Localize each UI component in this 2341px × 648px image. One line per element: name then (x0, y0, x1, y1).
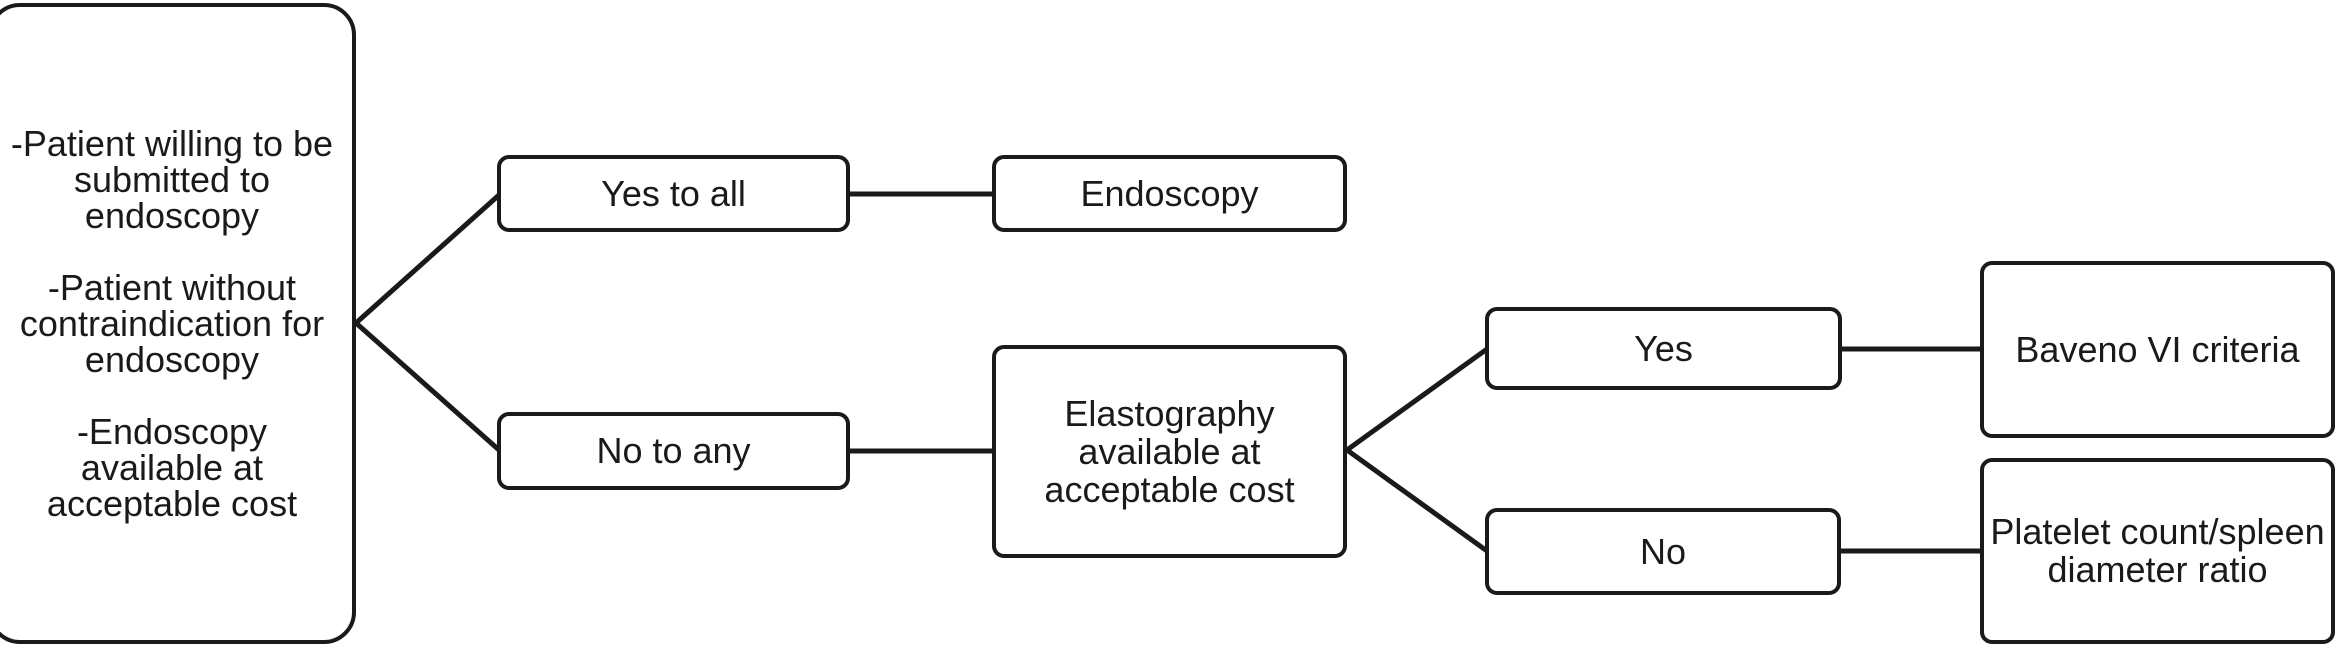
node-patient-criteria[interactable]: -Patient willing to be submitted to endo… (0, 3, 356, 644)
node-no-label: No (1639, 530, 1687, 572)
node-no-to-any-label: No to any (596, 430, 751, 471)
edge-elastography-to-yes (1345, 346, 1489, 453)
node-patient-criteria-label: -Patient willing to be submitted to endo… (10, 122, 334, 524)
node-elastography-available[interactable]: Elastography available at acceptable cos… (992, 345, 1347, 558)
node-baveno-vi-criteria-label: Baveno VI criteria (2015, 328, 2300, 370)
node-baveno-vi-criteria[interactable]: Baveno VI criteria (1980, 261, 2335, 438)
node-endoscopy-label: Endoscopy (1080, 172, 1259, 214)
node-elastography-available-label: Elastography available at acceptable cos… (1044, 392, 1295, 510)
edge-criteria-to-no-to-any (354, 321, 501, 452)
node-yes-to-all-label: Yes to all (601, 172, 746, 214)
edge-elastography-to-no (1345, 447, 1489, 554)
node-endoscopy[interactable]: Endoscopy (992, 155, 1347, 232)
node-platelet-count-spleen-diameter-ratio[interactable]: Platelet count/spleen diameter ratio (1980, 458, 2335, 644)
node-no-to-any[interactable]: No to any (497, 412, 850, 490)
node-yes-to-all[interactable]: Yes to all (497, 155, 850, 232)
node-yes-label: Yes (1634, 327, 1693, 369)
node-platelet-count-spleen-diameter-ratio-label: Platelet count/spleen diameter ratio (1990, 511, 2325, 590)
node-yes[interactable]: Yes (1485, 307, 1842, 390)
node-no[interactable]: No (1485, 508, 1841, 595)
edge-criteria-to-yes-to-all (354, 193, 501, 325)
